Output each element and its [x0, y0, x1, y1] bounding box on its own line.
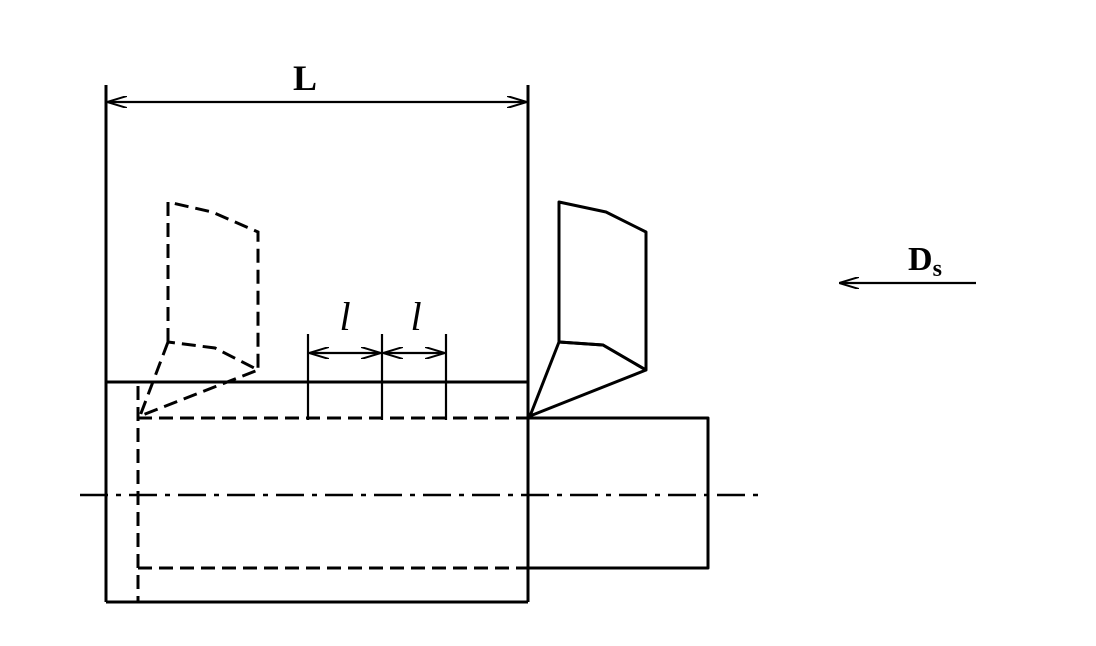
- label-feed-direction: Ds: [908, 241, 942, 282]
- label-feed-main: D: [908, 241, 933, 278]
- tool-tip-solid: [528, 341, 647, 418]
- feed-direction-indicator: Ds: [840, 241, 976, 283]
- label-feed-sub: s: [933, 256, 942, 282]
- tool-tip-dashed: [137, 341, 259, 419]
- workpiece-small-section: [528, 416, 710, 570]
- dimension-total-length: L: [108, 58, 526, 102]
- label-L: L: [293, 58, 317, 98]
- dimension-segment-lengths: l l: [306, 294, 448, 420]
- tool-edge-solid: [558, 340, 647, 372]
- workpiece-large-section: [104, 85, 530, 604]
- small-step-outline: [528, 416, 710, 570]
- cutting-tool-end-position: [137, 200, 260, 419]
- tool-body-dashed: [166, 200, 260, 373]
- cutting-tool-start-position: [528, 200, 648, 418]
- label-l-1: l: [339, 294, 350, 339]
- label-l-2: l: [410, 294, 421, 339]
